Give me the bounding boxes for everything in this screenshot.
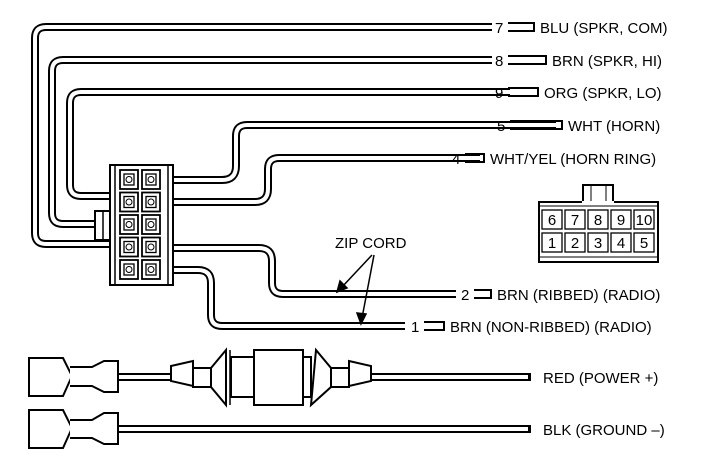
face-cavity (564, 209, 586, 230)
wire-5-wht-core (173, 123, 556, 182)
terminal-pin (145, 218, 157, 231)
wire-7-blu-core (33, 25, 492, 246)
face-cavity (587, 209, 609, 230)
face-cavity (633, 209, 655, 230)
face-pin-number: 5 (640, 235, 648, 252)
face-pin-number: 4 (617, 235, 625, 252)
wire-end-marker (474, 289, 492, 299)
wire-2-brn-ribbed-core (173, 246, 456, 296)
wire-8-brn-core (50, 58, 492, 226)
power-terminal-red (28, 357, 119, 397)
wire-2-brn-ribbed (173, 244, 456, 298)
terminal-pin (123, 195, 135, 209)
terminal-pin-hole (125, 266, 133, 273)
wire-color-label: WHT/YEL (HORN RING) (490, 151, 656, 168)
face-pin-number: 7 (571, 212, 579, 229)
wire-end-marker (465, 153, 485, 163)
wire-pin-number: 8 (495, 53, 503, 70)
wire-color-label: BLU (SPKR, COM) (540, 20, 668, 37)
face-cavity (541, 232, 563, 253)
terminal-pin (123, 263, 135, 276)
face-pin-number: 8 (594, 212, 602, 229)
wire-4-whtyel-core (173, 156, 480, 204)
terminal-pin (145, 263, 157, 276)
wire-color-label: WHT (HORN) (568, 118, 660, 135)
wire-end-marker (508, 55, 547, 65)
terminal-pin (145, 240, 157, 254)
wire-color-label: BRN (SPKR, HI) (552, 53, 662, 70)
wire-color-label: ORG (SPKR, LO) (544, 85, 662, 102)
face-cavity (610, 209, 632, 230)
terminal-pin-hole (147, 266, 155, 273)
terminal-pin-hole (125, 221, 133, 228)
face-pin-number: 3 (594, 235, 602, 252)
face-cavity (541, 209, 563, 230)
zip-cord-label: ZIP CORD (335, 235, 407, 252)
wire-end-marker (508, 22, 535, 32)
wire-end-caps (528, 373, 531, 433)
terminal-pin-hole (147, 221, 155, 228)
face-pin-number: 9 (617, 212, 625, 229)
wire-harness-connector (94, 164, 174, 286)
terminal-pin (145, 173, 157, 186)
terminal-pin-hole (125, 243, 133, 251)
terminal-pin (123, 240, 135, 254)
terminal-pin (123, 218, 135, 231)
wire-end-marker (424, 321, 445, 331)
terminal-pin-hole (147, 243, 155, 251)
wire-end-marker (508, 87, 539, 97)
face-cavity (633, 232, 655, 253)
face-cavity (564, 232, 586, 253)
power-terminal-blk (28, 409, 119, 449)
wire-pin-number: 7 (495, 20, 503, 37)
wire-9-org-core (68, 90, 510, 198)
wire-1-brn-nonribbed-core (173, 268, 405, 328)
zip-cord-arrows (335, 254, 375, 326)
face-pin-number: 6 (548, 212, 556, 229)
face-cavity (587, 232, 609, 253)
face-cavity (610, 232, 632, 253)
wire-pin-number: 1 (411, 319, 419, 336)
wire-pin-number: 9 (495, 85, 503, 102)
power-wire-label: BLK (GROUND –) (543, 422, 665, 439)
terminal-pin (123, 173, 135, 186)
wire-pin-number: 4 (452, 151, 460, 168)
terminal-pin-hole (147, 176, 155, 183)
terminal-pin-hole (147, 198, 155, 206)
terminal-pin-hole (125, 198, 133, 206)
wire-color-label: BRN (RIBBED) (RADIO) (497, 287, 660, 304)
face-pin-number: 10 (636, 212, 653, 229)
wire-pin-number: 2 (461, 287, 469, 304)
face-pin-number: 2 (571, 235, 579, 252)
terminal-pin (145, 195, 157, 209)
power-wire-label: RED (POWER +) (543, 370, 658, 387)
face-pin-number: 1 (548, 235, 556, 252)
wire-pin-number: 5 (497, 118, 505, 135)
wire-end-marker (510, 120, 563, 130)
inline-fuse-holder (170, 347, 372, 408)
terminal-pin-hole (125, 176, 133, 183)
wire-color-label: BRN (NON-RIBBED) (RADIO) (450, 319, 652, 336)
